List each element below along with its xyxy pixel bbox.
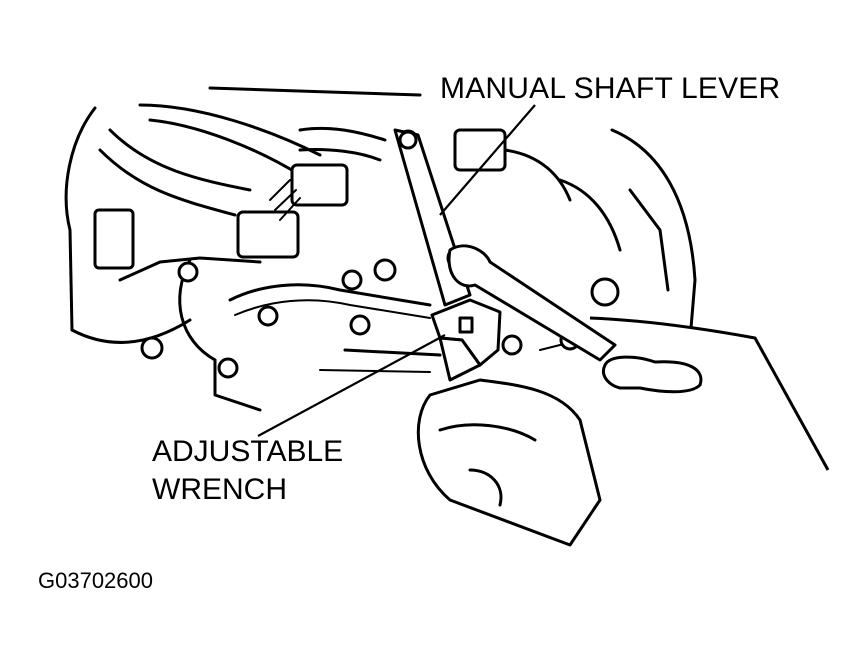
adjustable-wrench-label-line1: ADJUSTABLE [152,435,344,468]
manual-shaft-lever-label: MANUAL SHAFT LEVER [440,72,781,105]
adjustable-wrench [430,298,502,382]
leader-lines [257,104,536,437]
box-end-wrench [447,244,617,362]
transmission-case [64,86,697,412]
adjustable-wrench-label-line2: WRENCH [152,473,287,506]
left-hand [416,378,602,547]
right-hand [589,316,830,471]
hoses-and-connectors [93,103,572,270]
figure-code: G03702600 [38,568,153,593]
